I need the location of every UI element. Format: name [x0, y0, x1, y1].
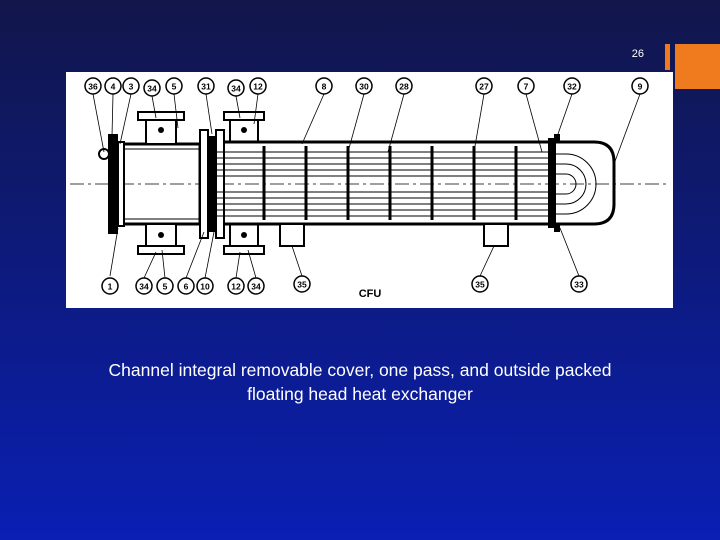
floating-tubesheet	[548, 138, 556, 228]
callout: 31	[197, 77, 215, 95]
callout: 35	[293, 275, 311, 293]
leader-lines	[92, 93, 641, 279]
callout: 30	[355, 77, 373, 95]
shell-nozzle-bottom-flange	[223, 245, 265, 255]
callout: 10	[196, 277, 214, 295]
svg-text:35: 35	[297, 280, 307, 290]
callout: 28	[395, 77, 413, 95]
svg-text:8: 8	[322, 82, 327, 92]
shell-nozzle-top-flange	[223, 111, 265, 121]
nozzle-drain-icon	[241, 232, 247, 238]
nozzle-drain-icon	[158, 232, 164, 238]
svg-text:7: 7	[524, 82, 529, 92]
svg-text:5: 5	[163, 282, 168, 292]
callout: 8	[315, 77, 333, 95]
caption-line-2: floating head heat exchanger	[247, 384, 473, 404]
stationary-tubesheet	[208, 136, 216, 232]
channel-flange	[199, 129, 209, 239]
callout: 3	[122, 77, 140, 95]
svg-text:34: 34	[139, 282, 149, 292]
u-return-outer	[548, 153, 597, 215]
callout: 34	[247, 277, 265, 295]
callout: 12	[249, 77, 267, 95]
callout: 33	[570, 275, 588, 293]
slide-number: 26	[631, 48, 644, 60]
callout: 1	[101, 277, 119, 295]
channel-nozzle-bottom-flange	[137, 245, 185, 255]
channel-cover	[108, 134, 118, 234]
accent-bar	[665, 44, 670, 70]
callout: 6	[177, 277, 195, 295]
callout: 34	[227, 79, 245, 97]
bottom-callouts: 1 34 5 6 10 12 34 35 35 33	[101, 275, 588, 295]
baffles	[262, 146, 518, 220]
lifting-lug-icon	[98, 148, 110, 160]
callout: 35	[471, 275, 489, 293]
svg-text:34: 34	[231, 84, 241, 94]
packing-gland-icon	[554, 134, 560, 142]
u-return-middle	[548, 163, 587, 205]
svg-text:30: 30	[359, 82, 369, 92]
packing-gland-icon	[554, 224, 560, 232]
caption-line-1: Channel integral removable cover, one pa…	[108, 360, 612, 380]
svg-text:34: 34	[147, 84, 157, 94]
svg-text:32: 32	[567, 82, 577, 92]
callout: 32	[563, 77, 581, 95]
cover-gasket	[117, 141, 125, 227]
callout: 4	[104, 77, 122, 95]
svg-text:35: 35	[475, 280, 485, 290]
shell-outlet-nozzle	[279, 223, 305, 247]
svg-text:9: 9	[638, 82, 643, 92]
callout: 9	[631, 77, 649, 95]
svg-text:12: 12	[231, 282, 241, 292]
svg-text:12: 12	[253, 82, 263, 92]
callout: 7	[517, 77, 535, 95]
callout: 34	[135, 277, 153, 295]
svg-text:31: 31	[201, 82, 211, 92]
svg-text:6: 6	[184, 282, 189, 292]
svg-text:33: 33	[574, 280, 584, 290]
heat-exchanger-diagram: 36 4 3 34 5 31 34 12 8 30 28 27 7 32 9 1…	[70, 77, 666, 300]
callout: 34	[143, 79, 161, 97]
floating-head-cover	[556, 140, 616, 226]
svg-text:3: 3	[129, 82, 134, 92]
nozzle-vent-icon	[158, 127, 164, 133]
shell-outlet-nozzle	[483, 223, 509, 247]
svg-text:5: 5	[172, 82, 177, 92]
callout: 27	[475, 77, 493, 95]
svg-text:36: 36	[88, 82, 98, 92]
callout: 5	[165, 77, 183, 95]
accent-block	[675, 44, 720, 89]
u-return-inner	[548, 173, 577, 195]
callout: 5	[156, 277, 174, 295]
callout: 12	[227, 277, 245, 295]
nozzle-vent-icon	[241, 127, 247, 133]
svg-text:4: 4	[111, 82, 116, 92]
svg-text:1: 1	[108, 282, 113, 292]
svg-text:10: 10	[200, 282, 210, 292]
svg-text:34: 34	[251, 282, 261, 292]
drawing-code: CFU	[359, 288, 382, 300]
diagram-panel: 36 4 3 34 5 31 34 12 8 30 28 27 7 32 9 1…	[66, 72, 673, 308]
slide-caption: Channel integral removable cover, one pa…	[40, 358, 680, 406]
top-callouts: 36 4 3 34 5 31 34 12 8 30 28 27 7 32 9	[84, 77, 649, 97]
svg-text:27: 27	[479, 82, 489, 92]
shell-flange	[215, 129, 225, 239]
callout: 36	[84, 77, 102, 95]
svg-text:28: 28	[399, 82, 409, 92]
